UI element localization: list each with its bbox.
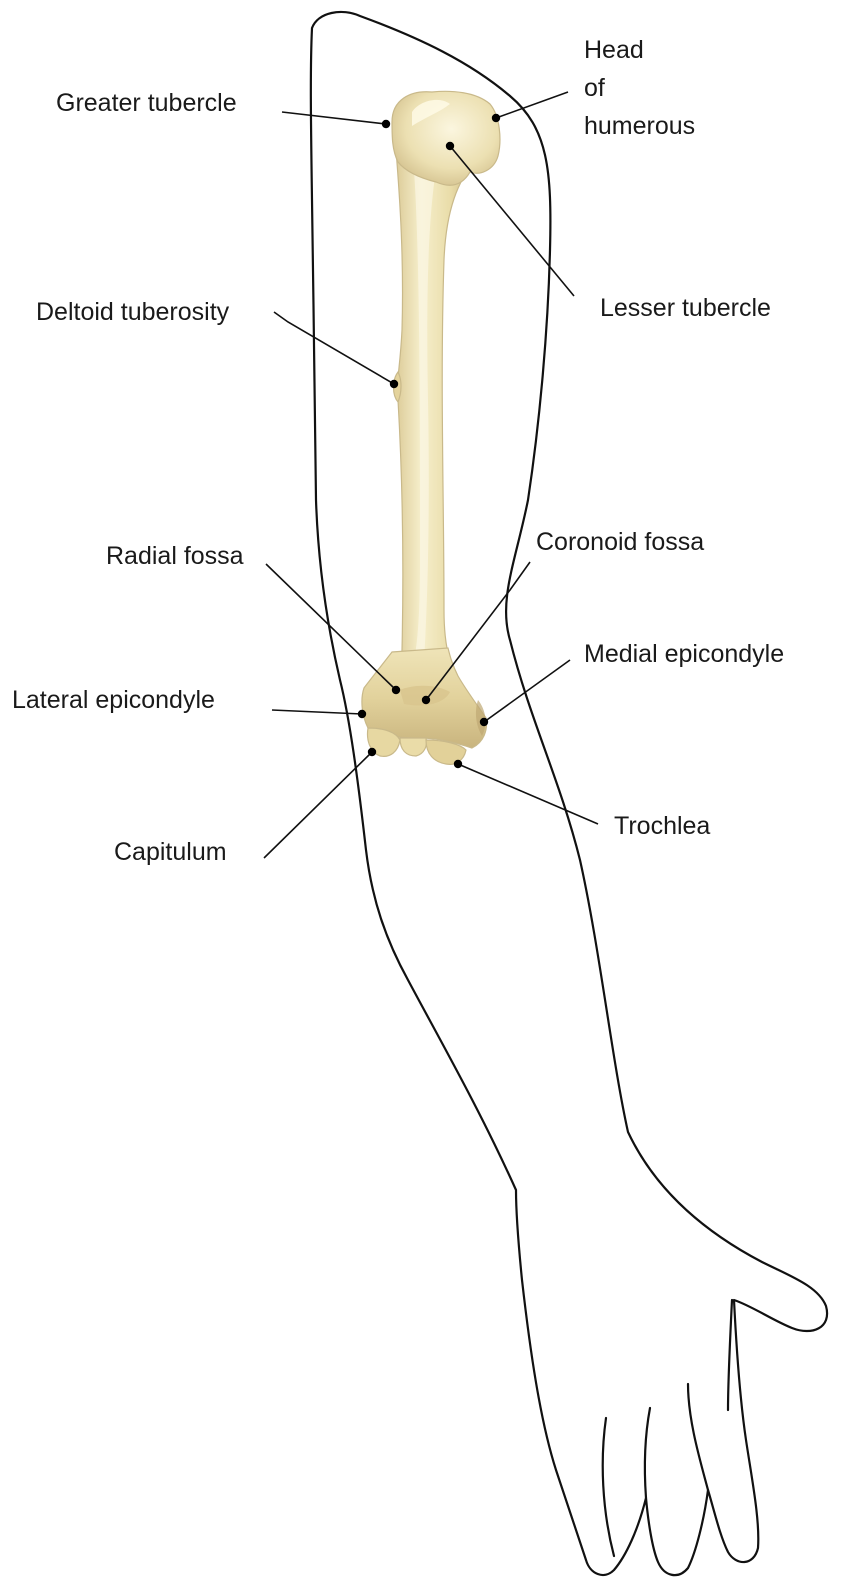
- label-coronoid-fossa: Coronoid fossa: [536, 528, 704, 556]
- head-leader: [496, 92, 568, 118]
- trochlea-leader: [458, 764, 598, 824]
- humerus-shaft: [392, 150, 476, 676]
- lesser-tubercle-dot: [446, 142, 454, 150]
- label-lateral-epicondyle: Lateral epicondyle: [12, 686, 215, 714]
- lateral-epicondyle-dot: [358, 710, 366, 718]
- capitulum-dot: [368, 748, 376, 756]
- trochlea-dot: [454, 760, 462, 768]
- label-capitulum: Capitulum: [114, 838, 227, 866]
- lateral-epicondyle-leader: [272, 710, 362, 714]
- greater-tubercle-dot: [382, 120, 390, 128]
- greater-tubercle-leader: [282, 112, 386, 124]
- radial-fossa-leader: [266, 564, 396, 690]
- label-lesser-tubercle: Lesser tubercle: [600, 294, 771, 322]
- label-head-line3: humerous: [584, 112, 695, 140]
- label-head-line1: Head: [584, 36, 644, 64]
- finger-line-4: [728, 1300, 732, 1410]
- coronoid-fossa-dot: [422, 696, 430, 704]
- head-dot: [492, 114, 500, 122]
- medial-epicondyle-dot: [480, 718, 488, 726]
- label-greater-tubercle: Greater tubercle: [56, 89, 237, 117]
- arm-outline: [311, 12, 827, 1575]
- label-trochlea: Trochlea: [614, 812, 710, 840]
- label-head-line2: of: [584, 74, 605, 102]
- finger-line-1: [603, 1418, 614, 1556]
- radial-fossa-dot: [392, 686, 400, 694]
- label-medial-epicondyle: Medial epicondyle: [584, 640, 784, 668]
- deltoid-tuberosity-leader: [274, 312, 394, 384]
- medial-epicondyle-leader: [484, 660, 570, 722]
- label-radial-fossa: Radial fossa: [106, 542, 244, 570]
- deltoid-tuberosity-dot: [390, 380, 398, 388]
- capitulum-leader: [264, 752, 372, 858]
- finger-line-3: [688, 1384, 708, 1490]
- humerus-bone: [362, 91, 500, 764]
- finger-line-2: [645, 1408, 650, 1498]
- label-deltoid-tuberosity: Deltoid tuberosity: [36, 298, 230, 326]
- lesser-tubercle-leader: [450, 146, 574, 296]
